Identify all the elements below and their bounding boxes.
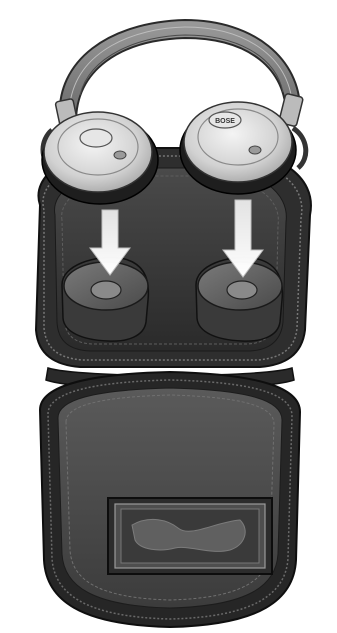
- right-ear-cup: BOSE: [180, 102, 296, 194]
- ear-cup-logo: BOSE: [215, 118, 235, 125]
- card-pocket: [108, 498, 272, 574]
- left-ear-cup: [42, 112, 158, 204]
- left-cup-rest-pad: [62, 257, 148, 341]
